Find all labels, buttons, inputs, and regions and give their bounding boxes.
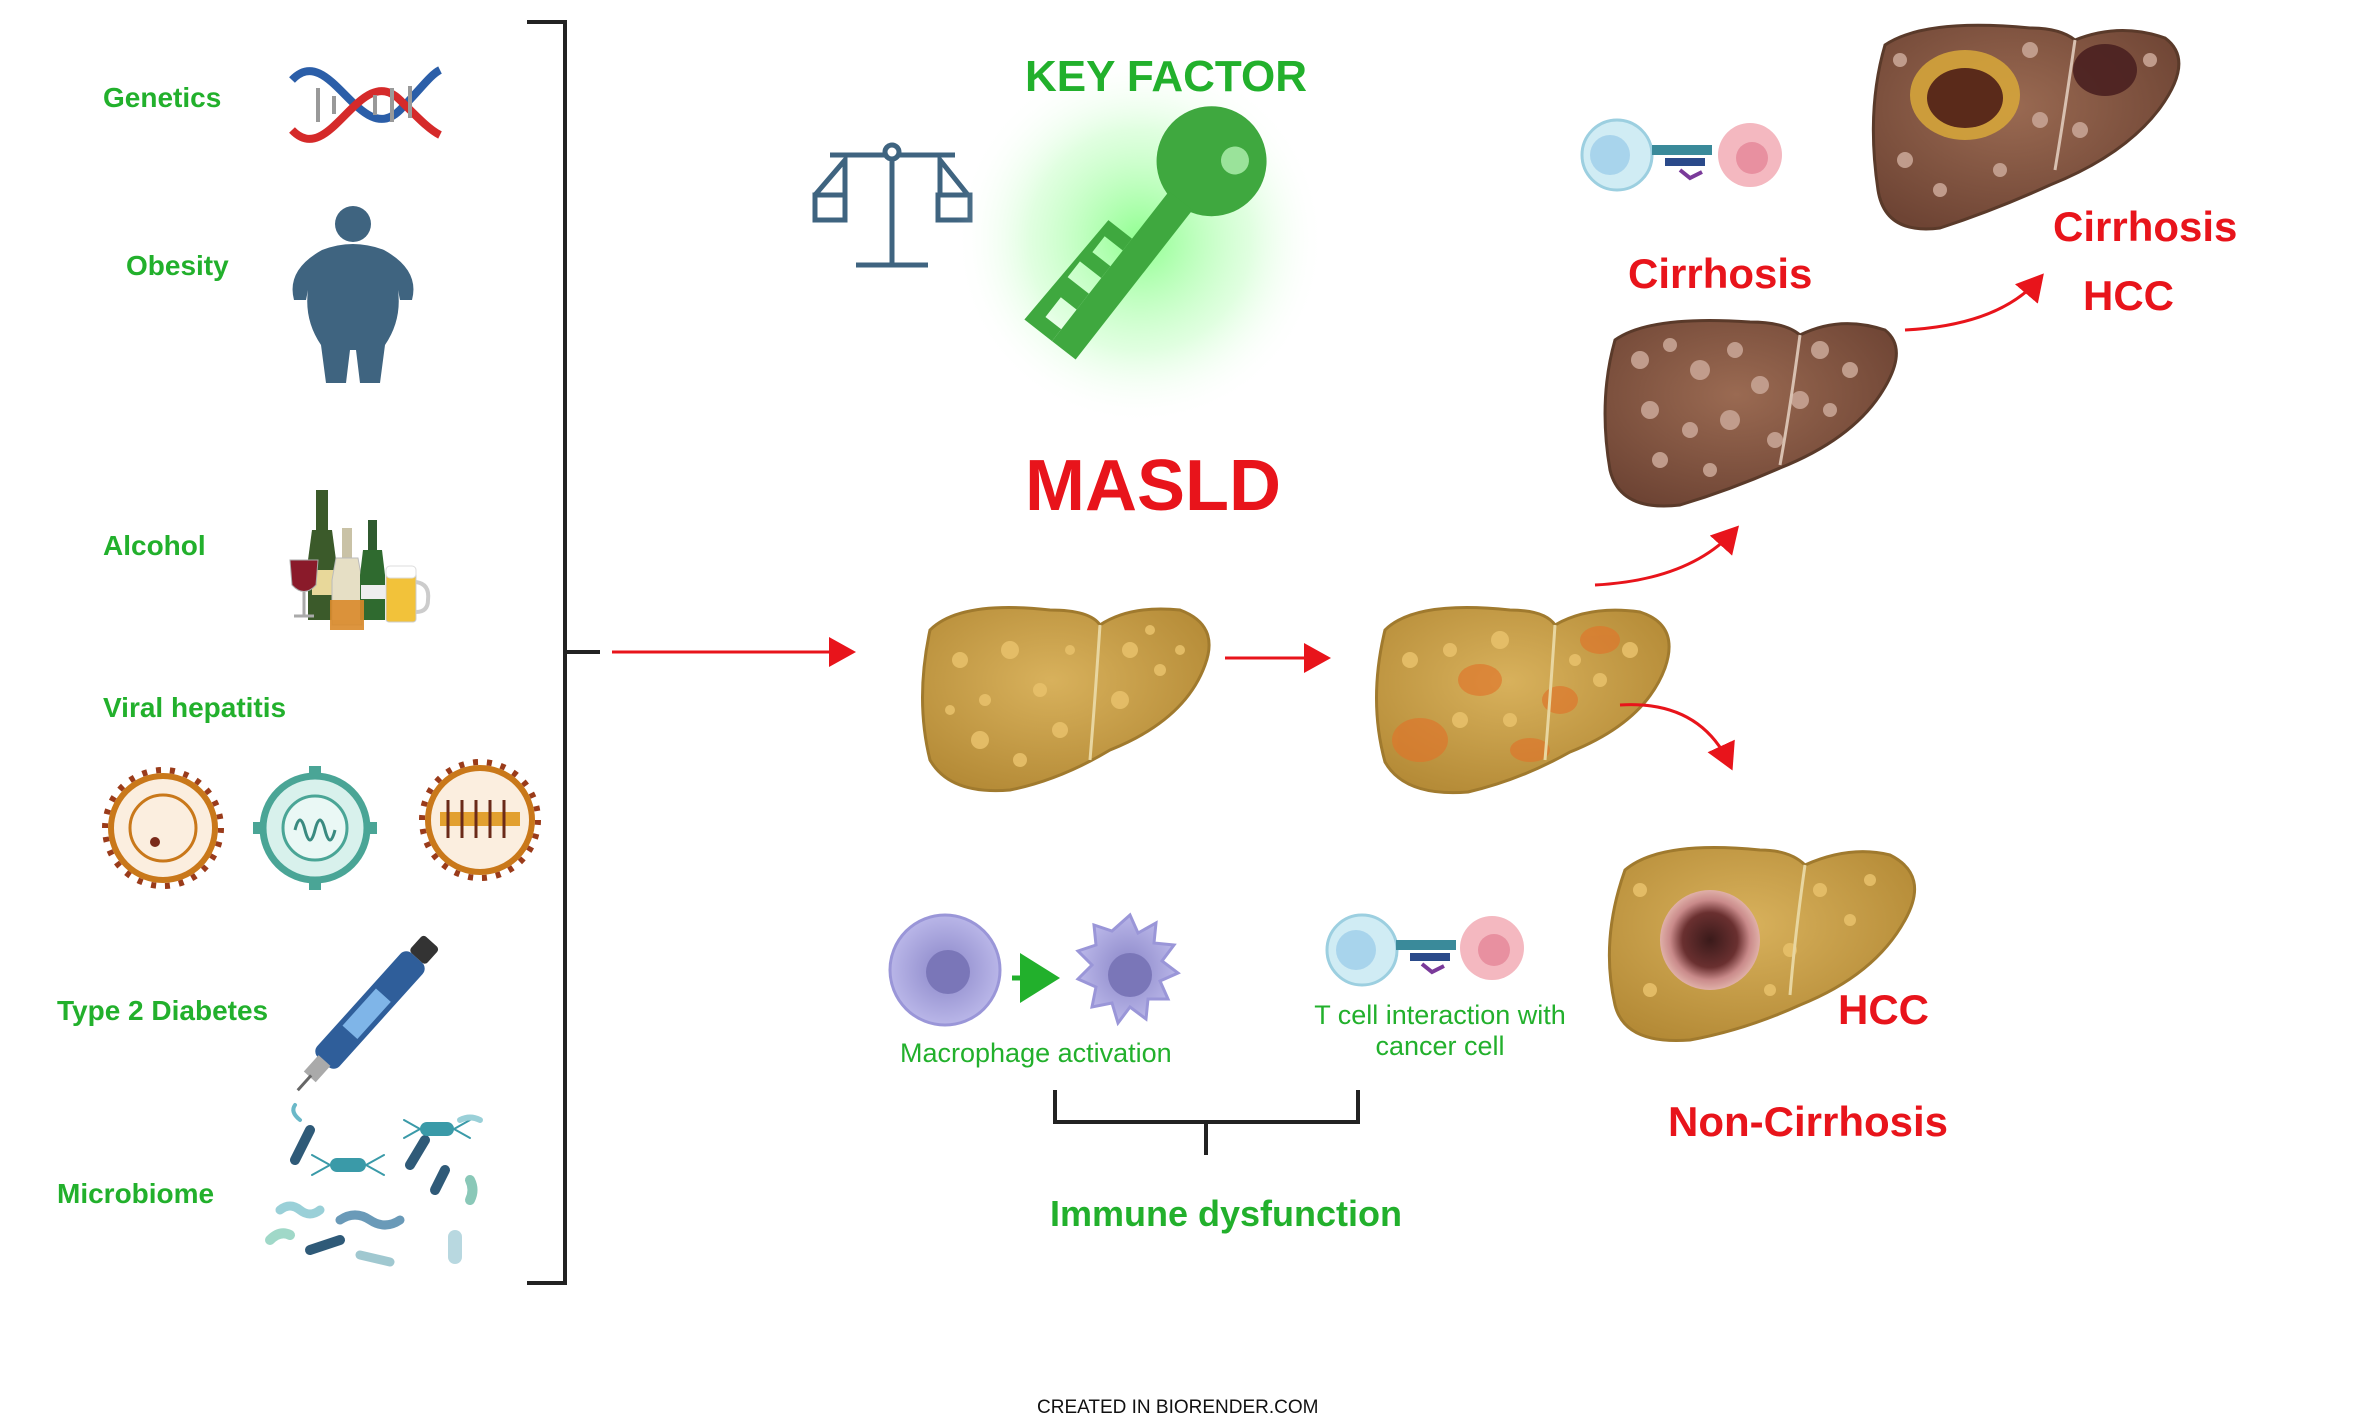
tcell-interaction-label: T cell interaction with cancer cell bbox=[1285, 1000, 1595, 1062]
cirrhosis-hcc-label-line2: HCC bbox=[2083, 272, 2174, 319]
tcell-cancer-interaction-top-icon bbox=[1580, 118, 1782, 192]
dna-icon bbox=[289, 66, 443, 143]
immune-bracket bbox=[1053, 1090, 1360, 1155]
obese-person-icon bbox=[292, 206, 414, 383]
macrophage-activated-icon bbox=[1075, 912, 1181, 1027]
insulin-pen-icon bbox=[296, 935, 439, 1092]
inflamed-liver bbox=[1375, 606, 1671, 795]
masld-liver bbox=[921, 606, 1211, 793]
arrow-to-noncirrhosis bbox=[1619, 703, 1735, 771]
tcell-interaction-label-line1: T cell interaction with bbox=[1314, 1000, 1566, 1030]
tcell-cancer-interaction-icon bbox=[1325, 913, 1524, 987]
cirrhosis-hcc-liver bbox=[1871, 23, 2181, 231]
cirrhosis-label: Cirrhosis bbox=[1628, 250, 1813, 297]
risk-factor-viral-hepatitis: Viral hepatitis bbox=[103, 692, 287, 723]
masld-title: MASLD bbox=[1025, 446, 1281, 526]
bacteria-icon bbox=[265, 1103, 483, 1267]
arrow-to-cirrhosis-hcc bbox=[1904, 273, 2044, 332]
macrophage-resting-icon bbox=[888, 913, 1002, 1027]
noncirrhosis-label: Non-Cirrhosis bbox=[1668, 1098, 1949, 1145]
risk-factor-bracket bbox=[527, 20, 600, 1285]
tcell-interaction-label-line2: cancer cell bbox=[1375, 1031, 1505, 1061]
noncirrhosis-hcc-label: HCC bbox=[1838, 986, 1929, 1033]
immune-dysfunction-label: Immune dysfunction bbox=[1050, 1193, 1403, 1234]
noncirrhosis-hcc-liver bbox=[1607, 846, 1917, 1043]
arrow-to-cirrhosis bbox=[1594, 525, 1740, 587]
risk-factor-type2-diabetes: Type 2 Diabetes bbox=[57, 995, 269, 1026]
virus-icon bbox=[102, 759, 541, 890]
alcohol-bottles-icon bbox=[289, 490, 431, 630]
macrophage-activation-label: Macrophage activation bbox=[900, 1038, 1172, 1068]
footer-credit: CREATED IN BIORENDER.COM bbox=[1037, 1397, 1319, 1418]
risk-factor-microbiome: Microbiome bbox=[57, 1178, 215, 1209]
cirrhosis-hcc-label-line1: Cirrhosis bbox=[2053, 203, 2238, 250]
key-factor-title: KEY FACTOR bbox=[1025, 52, 1307, 101]
cirrhotic-liver bbox=[1603, 319, 1898, 508]
key-icon bbox=[955, 55, 1325, 425]
risk-factor-alcohol: Alcohol bbox=[103, 530, 206, 561]
risk-factor-obesity: Obesity bbox=[126, 250, 229, 281]
risk-factor-genetics: Genetics bbox=[103, 82, 222, 113]
balance-scale-icon bbox=[812, 142, 973, 268]
